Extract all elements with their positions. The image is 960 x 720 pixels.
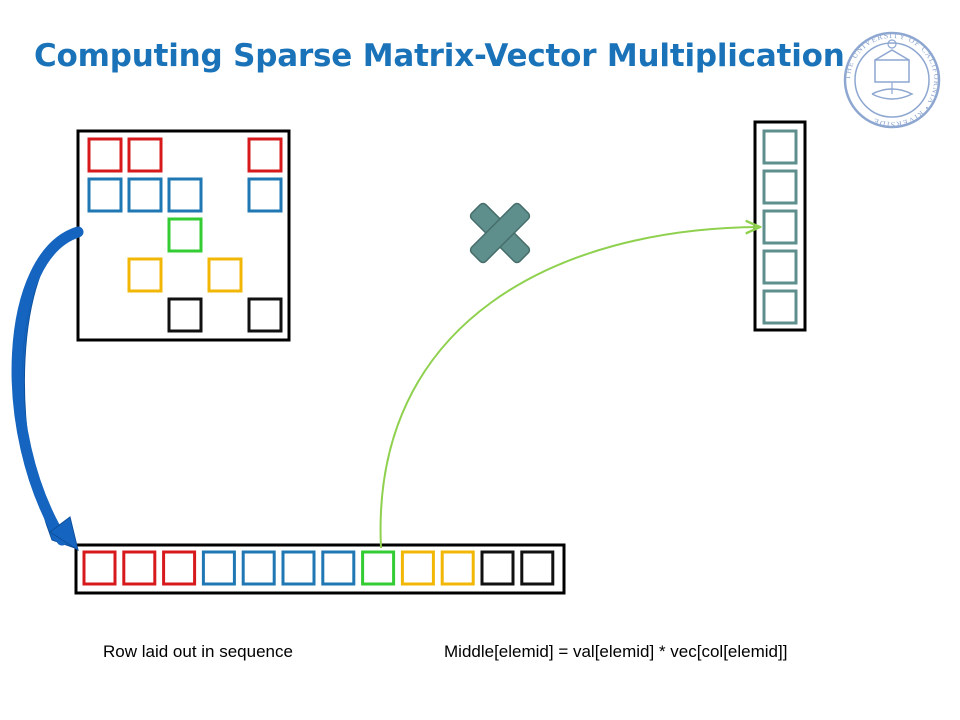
vector-cell	[762, 129, 798, 165]
sequence-cell	[241, 550, 276, 586]
sequence-cell	[281, 550, 316, 586]
vector-cell	[762, 289, 798, 325]
caption-row-sequence: Row laid out in sequence	[103, 642, 293, 661]
matrix-cell	[87, 137, 123, 173]
uc-seal-logo: THE UNIVERSITY OF CALIFORNIA • RIVERSIDE	[843, 31, 941, 129]
matrix-cell	[127, 257, 163, 293]
caption-formula: Middle[elemid] = val[elemid] * vec[col[e…	[444, 642, 788, 661]
sequence-cell	[400, 550, 435, 586]
matrix-cell	[127, 177, 163, 213]
matrix-cell	[167, 297, 203, 333]
layout-arrow-head	[49, 516, 79, 552]
matrix-frame	[76, 129, 291, 342]
sequence-cell	[82, 550, 117, 586]
matrix-cell	[87, 177, 123, 213]
sequence-cell	[162, 550, 197, 586]
matrix-cell	[167, 177, 203, 213]
sequence-cell	[122, 550, 157, 586]
matrix-cell	[207, 257, 243, 293]
sequence-cell	[321, 550, 356, 586]
sequence-cell	[201, 550, 236, 586]
sequence-cells	[82, 550, 555, 586]
matrix-cell	[247, 297, 283, 333]
vector-cell	[762, 209, 798, 245]
sequence-cell	[361, 550, 396, 586]
multiply-x-icon	[469, 202, 531, 264]
sequence-cell	[520, 550, 555, 586]
matrix-cell	[247, 137, 283, 173]
matrix-cell	[127, 137, 163, 173]
slide-title: Computing Sparse Matrix-Vector Multiplic…	[34, 38, 845, 74]
matrix-cell	[247, 177, 283, 213]
vector-cells	[762, 129, 798, 325]
sequence-frame	[74, 543, 566, 595]
lookup-arrow	[379, 227, 760, 549]
vector-cell	[762, 249, 798, 285]
sequence-cell	[440, 550, 475, 586]
matrix-cell	[167, 217, 203, 253]
matrix-cells	[87, 137, 283, 333]
vector-cell	[762, 169, 798, 205]
layout-arrow-body	[11, 226, 84, 546]
sequence-cell	[480, 550, 515, 586]
